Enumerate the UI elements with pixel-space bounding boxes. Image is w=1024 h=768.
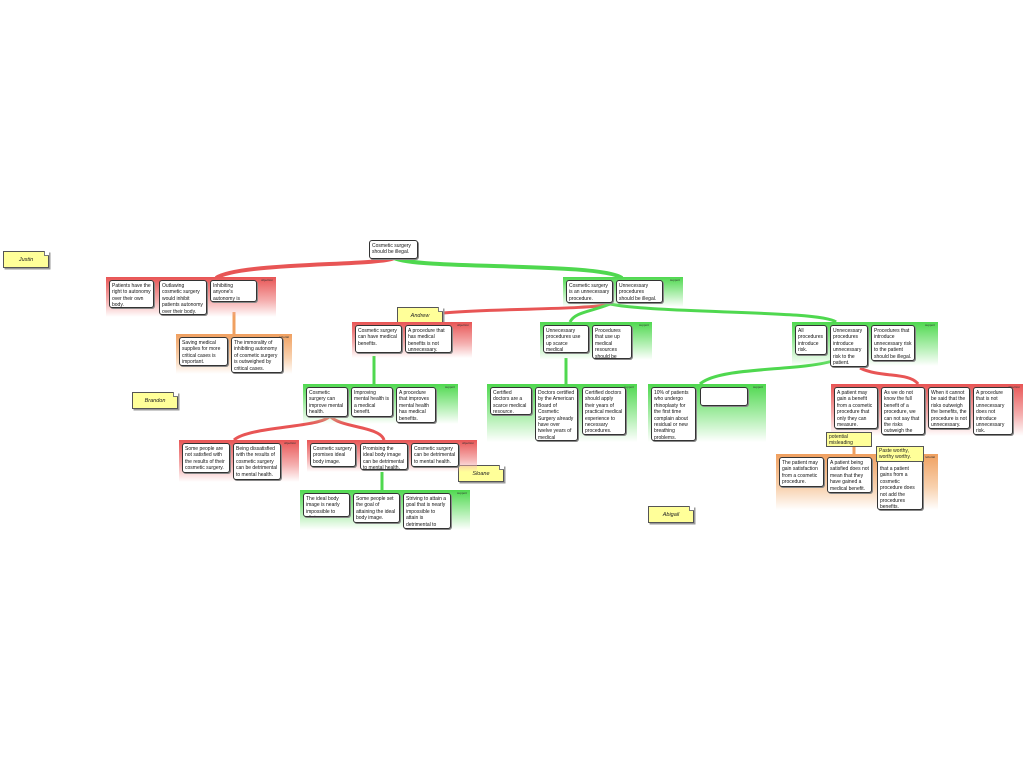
- support-group-unnecessary[interactable]: support Cosmetic surgery is an unnecessa…: [563, 277, 683, 307]
- support-group-certified-doctors[interactable]: support Certified doctors are a scarce m…: [487, 384, 637, 442]
- reason-box[interactable]: that a patient gains from a cosmetic pro…: [877, 460, 923, 510]
- reason-box[interactable]: Saving medical supplies for more critica…: [179, 337, 228, 366]
- reason-box[interactable]: Unnecessary procedures introduce unneces…: [830, 325, 868, 367]
- reason-box[interactable]: A procedure that improves mental health …: [396, 387, 436, 423]
- reason-box[interactable]: Some people set the goal of attaining th…: [353, 493, 400, 523]
- reason-box[interactable]: Inhibiting anyone's autonomy is immoral.: [210, 280, 257, 302]
- objection-group-unmeasured-benefit[interactable]: objection A patient may gain a benefit f…: [831, 384, 1023, 436]
- rebuttal-group-satisfaction[interactable]: rebuttal The patient may gain satisfacti…: [776, 454, 938, 510]
- author-note-justin[interactable]: Justin: [3, 251, 49, 268]
- reason-box[interactable]: Cosmetic surgery promises ideal body ima…: [310, 443, 356, 467]
- reason-box[interactable]: A procedure that has medical benefits is…: [405, 325, 452, 353]
- reason-box[interactable]: Certified doctors should apply their yea…: [582, 387, 626, 435]
- group-tag: objection: [1007, 385, 1020, 389]
- reason-box[interactable]: The ideal body image is nearly impossibl…: [303, 493, 350, 517]
- reason-box[interactable]: A patient being satisfied does not mean …: [827, 457, 872, 493]
- objection-group-medical-benefits[interactable]: objection Cosmetic surgery can have medi…: [352, 322, 472, 358]
- comment-note-paste[interactable]: Paste worthy, worthy worthy.: [876, 446, 924, 462]
- group-tag: rebuttal: [278, 335, 289, 339]
- objection-group-dissatisfied[interactable]: objection Some people are not satisfied …: [179, 440, 299, 482]
- author-note-abigail[interactable]: Abigail: [648, 506, 694, 523]
- comment-note-potential[interactable]: potential misleading: [826, 432, 872, 447]
- reason-box[interactable]: Striving to attain a goal that is nearly…: [403, 493, 451, 529]
- group-tag: objection: [260, 278, 273, 282]
- reason-box[interactable]: A patient may gain a benefit from a cosm…: [834, 387, 878, 429]
- author-note-brandon[interactable]: Brandon: [132, 392, 178, 409]
- reason-box[interactable]: Certified doctors are a scarce medical r…: [490, 387, 532, 415]
- root-claim[interactable]: Cosmetic surgery should be illegal.: [369, 240, 418, 259]
- support-group-ideal-impossible[interactable]: support The ideal body image is nearly i…: [300, 490, 470, 530]
- reason-box[interactable]: Being dissatisfied with the results of c…: [233, 443, 281, 480]
- reason-box[interactable]: Cosmetic surgery can have medical benefi…: [355, 325, 402, 353]
- connector-support-risk: [609, 302, 837, 324]
- connector-objection-benefit: [859, 366, 920, 386]
- reason-box[interactable]: Promising the ideal body image can be de…: [360, 443, 408, 470]
- reason-box[interactable]: All procedures introduce risk.: [795, 325, 827, 355]
- reason-box[interactable]: Unnecessary procedures should be illegal…: [616, 280, 663, 303]
- reason-box[interactable]: Cosmetic surgery can be detrimental to m…: [411, 443, 459, 467]
- group-tag: support: [669, 278, 680, 282]
- reason-box[interactable]: Outlawing cosmetic surgery would inhibit…: [159, 280, 207, 315]
- support-group-mental-health[interactable]: support Cosmetic surgery can improve men…: [303, 384, 458, 424]
- reason-box[interactable]: As we do not know the full benefit of a …: [881, 387, 925, 435]
- connector-root-support-main: [393, 256, 624, 280]
- group-tag: support: [752, 385, 763, 389]
- group-tag: support: [924, 323, 935, 327]
- support-group-breathing[interactable]: support 10% of patients who undergo rhin…: [648, 384, 766, 442]
- reason-box[interactable]: Procedures that use up medical resources…: [592, 325, 632, 359]
- group-tag: support: [456, 491, 467, 495]
- reason-box[interactable]: Some people are not satisfied with the r…: [182, 443, 230, 473]
- reason-box[interactable]: A procedure that is not unnecessary does…: [973, 387, 1013, 435]
- reason-box[interactable]: Patients have the right to autonomy over…: [109, 280, 154, 308]
- group-tag: objection: [461, 441, 474, 445]
- reason-box[interactable]: 10% of patients who undergo rhinoplasty …: [651, 387, 696, 441]
- group-tag: support: [623, 385, 634, 389]
- reason-box[interactable]: Cosmetic surgery can improve mental heal…: [306, 387, 348, 417]
- group-tag: support: [444, 385, 455, 389]
- reason-box[interactable]: Cosmetic surgery is an unnecessary proce…: [566, 280, 613, 303]
- reason-box[interactable]: Improving mental health is a medical ben…: [351, 387, 393, 417]
- reason-box[interactable]: When it cannot be said that the risks ou…: [928, 387, 970, 429]
- support-group-scarce-resources[interactable]: support Unnecessary procedures use up sc…: [540, 322, 652, 360]
- support-group-risk[interactable]: support All procedures introduce risk. U…: [792, 322, 938, 367]
- objection-group-autonomy[interactable]: objection Patients have the right to aut…: [106, 277, 276, 317]
- reason-box[interactable]: Procedures that introduce unnecessary ri…: [871, 325, 915, 361]
- connector-root-objection-left: [214, 256, 395, 280]
- reason-box-empty[interactable]: [700, 387, 748, 406]
- objection-group-ideal-image[interactable]: objection Cosmetic surgery promises idea…: [307, 440, 477, 472]
- group-tag: objection: [456, 323, 469, 327]
- group-tag: support: [638, 323, 649, 327]
- group-tag: objection: [283, 441, 296, 445]
- group-tag: rebuttal: [924, 455, 935, 459]
- reason-box[interactable]: Doctors certified by the American Board …: [535, 387, 578, 441]
- root-claim-text: Cosmetic surgery should be illegal.: [372, 243, 411, 256]
- reason-box[interactable]: Unnecessary procedures use up scarce med…: [543, 325, 589, 353]
- rebuttal-group-supplies[interactable]: rebuttal Saving medical supplies for mor…: [176, 334, 292, 374]
- reason-box[interactable]: The patient may gain satisfaction from a…: [779, 457, 824, 487]
- reason-box[interactable]: The immorality of inhibiting autonomy of…: [231, 337, 283, 373]
